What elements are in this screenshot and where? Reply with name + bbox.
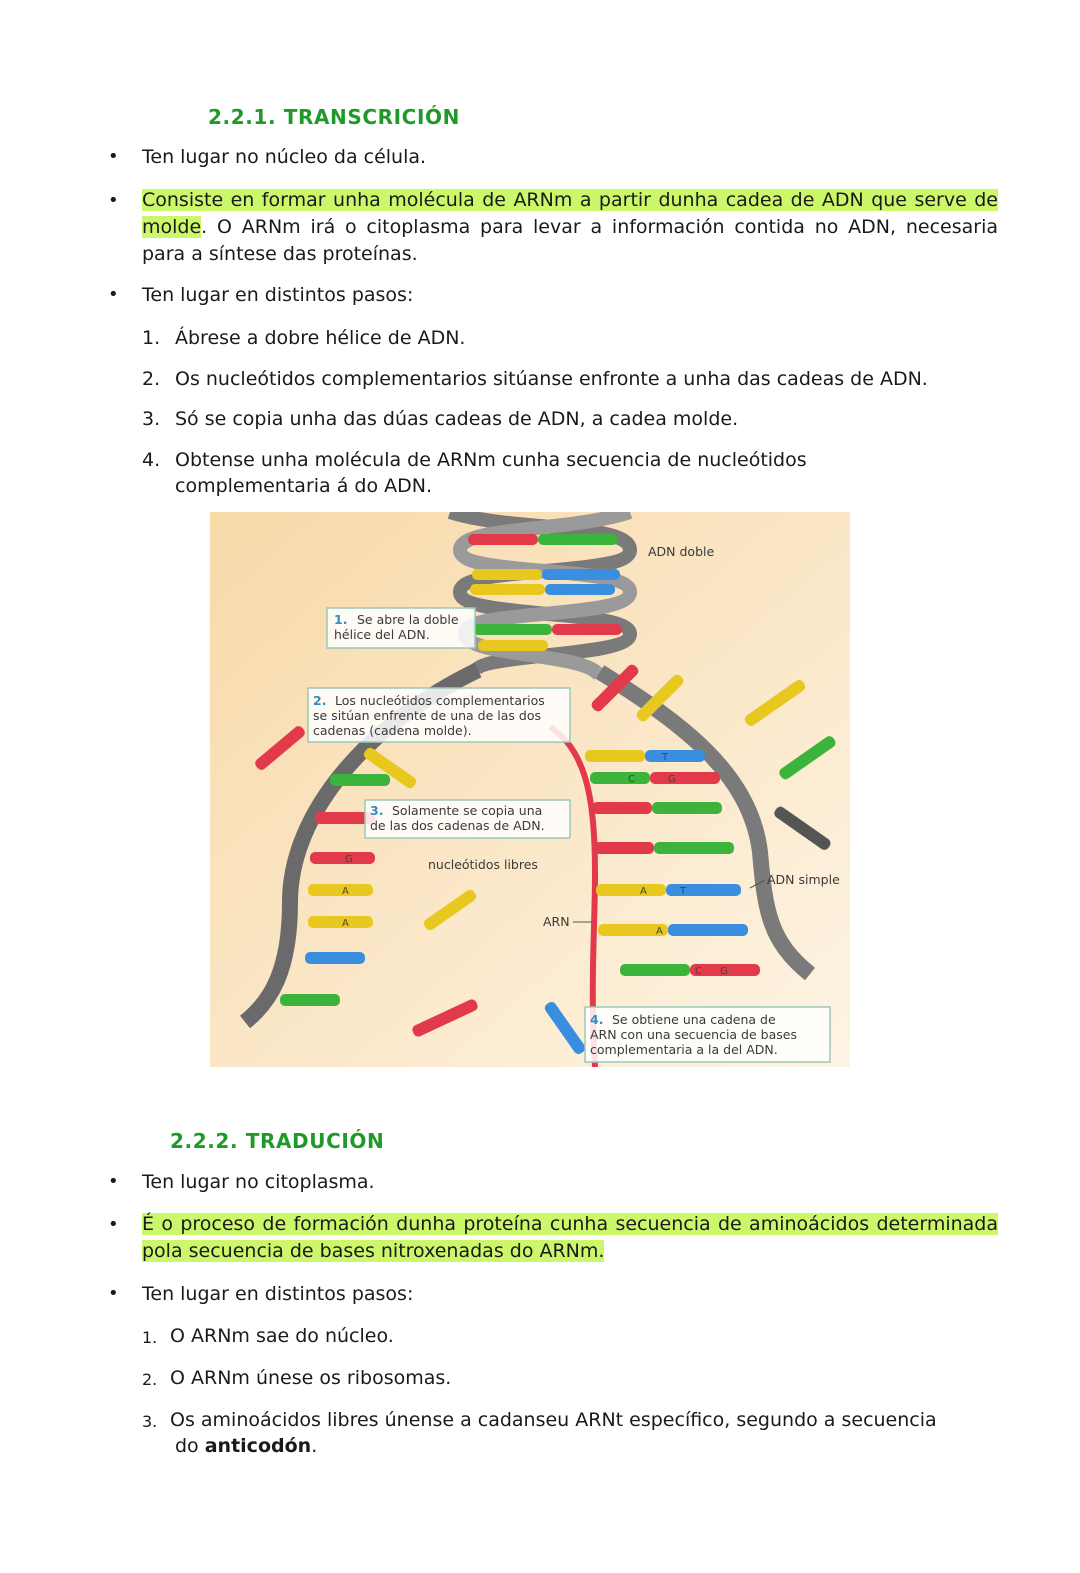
callout-4: 4. Se obtiene una cadena de ARN con una … xyxy=(584,1006,831,1063)
bullet-icon: • xyxy=(108,1171,119,1192)
paragraph-definicion: Consiste en formar unha molécula de ARNm… xyxy=(142,187,998,268)
step-text-continuation: do anticodón. xyxy=(175,1433,317,1460)
text-suffix: . xyxy=(311,1435,318,1457)
bullet-icon: • xyxy=(108,1214,119,1235)
callout-3: 3. Solamente se copia una de las dos cad… xyxy=(364,799,571,839)
svg-text:A: A xyxy=(342,918,349,929)
svg-text:A: A xyxy=(342,886,349,897)
step-text: O ARNm sae do núcleo. xyxy=(170,1325,394,1347)
svg-text:C: C xyxy=(695,966,702,977)
step-text: Ábrese a dobre hélice de ADN. xyxy=(175,327,466,349)
label-adn-simple: ADN simple xyxy=(767,872,840,887)
right-dna-strand xyxy=(595,665,816,981)
svg-text:A: A xyxy=(640,886,647,897)
transcription-figure: T C G A T A A A G C G ADN doble ADN simp… xyxy=(210,505,850,1068)
bold-term-anticodon: anticodón xyxy=(204,1435,312,1457)
svg-text:Se abre la doble: Se abre la doble xyxy=(357,612,459,627)
step-text-continuation: complementaria á do ADN. xyxy=(175,475,433,497)
step-text: Obtense unha molécula de ARNm cunha secu… xyxy=(175,449,807,471)
svg-text:C: C xyxy=(628,774,635,785)
svg-text:Solamente se copia una: Solamente se copia una xyxy=(392,803,542,818)
free-nucleotides xyxy=(255,664,836,1055)
svg-text:T: T xyxy=(679,886,687,897)
svg-text:se sitúan enfrente de una de l: se sitúan enfrente de una de las dos xyxy=(313,708,541,723)
svg-text:de las dos cadenas de ADN.: de las dos cadenas de ADN. xyxy=(370,818,545,833)
svg-text:2.: 2. xyxy=(313,693,326,708)
callout-2: 2. Los nucleótidos complementarios se si… xyxy=(307,687,571,743)
step-text: Só se copia unha das dúas cadeas de ADN,… xyxy=(175,408,739,430)
section-heading-transcricion: 2.2.1. TRANSCRICIÓN xyxy=(208,105,460,129)
svg-text:A: A xyxy=(656,926,663,937)
bullet-icon: • xyxy=(108,284,119,305)
step-number: 1. xyxy=(142,327,161,349)
base-letters: T C G A T A A A G C G xyxy=(342,752,728,977)
double-helix xyxy=(447,505,638,682)
svg-text:complementaria a la del ADN.: complementaria a la del ADN. xyxy=(590,1042,778,1057)
svg-text:1.: 1. xyxy=(334,612,347,627)
svg-text:4.: 4. xyxy=(590,1012,603,1027)
step-number: 2. xyxy=(142,1370,158,1389)
arn-strand xyxy=(548,724,599,1068)
paragraph-pasos-2: Ten lugar en distintos pasos: xyxy=(142,1283,414,1305)
paragraph-lugar-citoplasma: Ten lugar no citoplasma. xyxy=(142,1171,375,1193)
svg-text:ARN con una secuencia de bases: ARN con una secuencia de bases xyxy=(590,1027,797,1042)
label-nucleotidos-libres: nucleótidos libres xyxy=(428,857,538,872)
paired-bases xyxy=(585,750,760,976)
svg-text:Los nucleótidos complementario: Los nucleótidos complementarios xyxy=(335,693,545,708)
svg-text:G: G xyxy=(668,774,676,785)
text-prefix: do xyxy=(175,1435,205,1457)
svg-text:cadenas (cadena molde).: cadenas (cadena molde). xyxy=(313,723,472,738)
step-text: Os nucleótidos complementarios sitúanse … xyxy=(175,368,928,390)
paragraph-traducion-definicion: É o proceso de formación dunha proteína … xyxy=(142,1211,998,1265)
label-adn-doble: ADN doble xyxy=(648,544,714,559)
step-text: Os aminoácidos libres únense a cadanseu … xyxy=(170,1409,937,1431)
left-bases xyxy=(280,774,390,1006)
svg-text:hélice del ADN.: hélice del ADN. xyxy=(334,627,430,642)
highlighted-definition: É o proceso de formación dunha proteína … xyxy=(142,1213,998,1262)
section-heading-traducion: 2.2.2. TRADUCIÓN xyxy=(170,1129,385,1153)
step-number: 1. xyxy=(142,1328,158,1347)
bullet-icon: • xyxy=(108,190,119,211)
figure-background xyxy=(210,512,850,1067)
step-number: 3. xyxy=(142,1412,158,1431)
callout-1: 1. Se abre la doble hélice del ADN. xyxy=(326,607,476,649)
bullet-icon: • xyxy=(108,1283,119,1304)
svg-text:G: G xyxy=(720,966,728,977)
label-arn: ARN xyxy=(543,914,570,929)
paragraph-lugar-nucleo: Ten lugar no núcleo da célula. xyxy=(142,146,427,168)
step-number: 3. xyxy=(142,408,161,430)
svg-text:G: G xyxy=(345,854,353,865)
dna-diagram: T C G A T A A A G C G ADN doble ADN simp… xyxy=(210,505,850,1068)
svg-text:T: T xyxy=(661,752,669,763)
step-number: 4. xyxy=(142,449,161,471)
svg-text:3.: 3. xyxy=(370,803,383,818)
step-text: O ARNm únese os ribosomas. xyxy=(170,1367,452,1389)
bullet-icon: • xyxy=(108,146,119,167)
step-number: 2. xyxy=(142,368,161,390)
svg-text:Se obtiene una cadena de: Se obtiene una cadena de xyxy=(612,1012,776,1027)
paragraph-continuation: . O ARNm irá o citoplasma para levar a i… xyxy=(142,216,998,265)
paragraph-pasos: Ten lugar en distintos pasos: xyxy=(142,284,414,306)
